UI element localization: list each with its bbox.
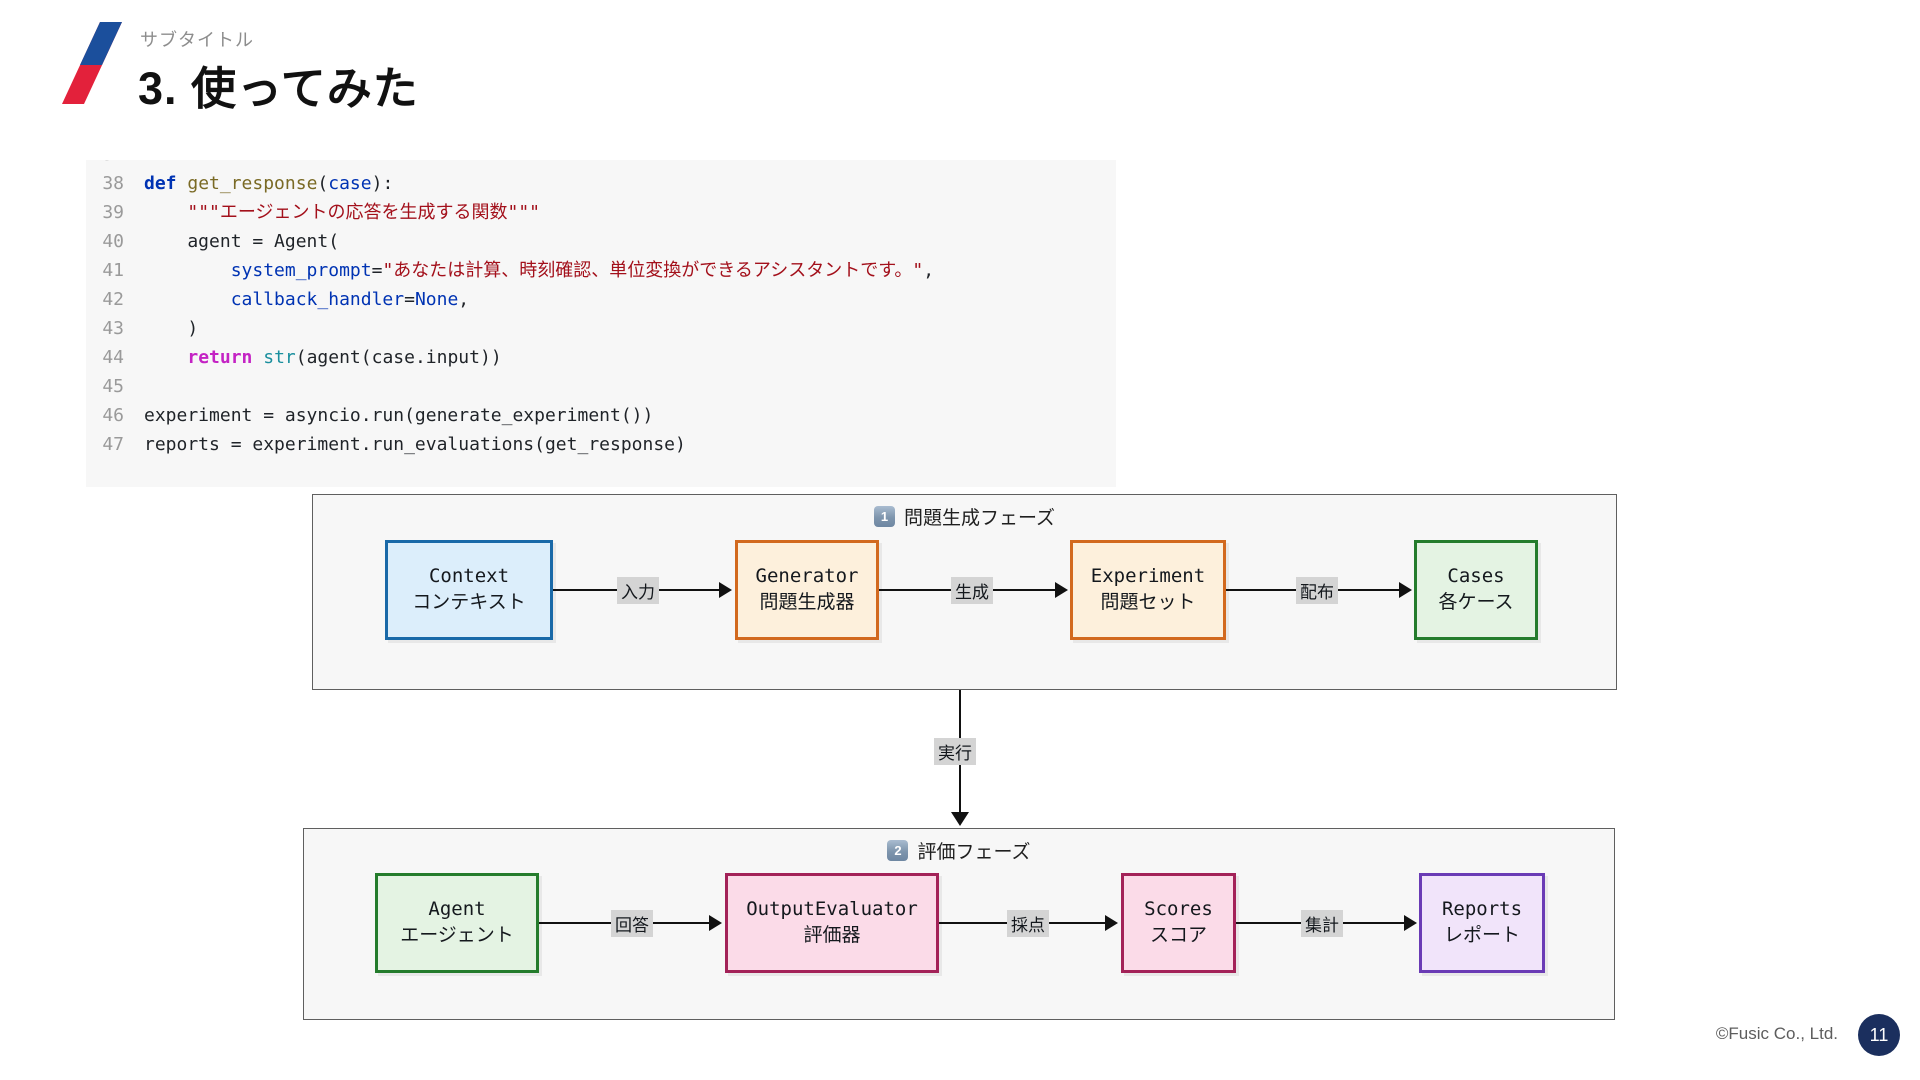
code-line-text: callback_handler=None, (230, 289, 470, 310)
code-line-text: reports = experiment.run_evaluations(get… (144, 434, 686, 455)
edge-label-distribute: 配布 (1296, 577, 1338, 604)
number-1-icon: 1 (873, 506, 895, 527)
phase-1-title-text: 問題生成フェーズ (903, 508, 1056, 529)
code-block: 37 38 def get_response(case): 39 """エージェントの… (86, 160, 1116, 487)
node-output-evaluator[interactable]: OutputEvaluator 評価器 (725, 873, 939, 973)
code-line: 47 reports = experiment.run_evaluations(g… (86, 430, 1116, 459)
code-line-number: 45 (102, 376, 124, 397)
node-scores[interactable]: Scores スコア (1121, 873, 1236, 973)
node-agent-en: Agent (428, 897, 486, 920)
code-line-text: ) (144, 318, 199, 339)
copyright-text: ©Fusic Co., Ltd. (1715, 1024, 1838, 1043)
arrow-agent-evaluator-icon (709, 915, 722, 931)
node-reports-jp: レポート (1443, 924, 1520, 946)
code-lines: 37 38 def get_response(case): 39 """エージェントの… (86, 160, 1116, 459)
code-line-number: 41 (102, 260, 124, 281)
arrow-phase1-phase2-icon (951, 812, 969, 826)
code-line-number: 42 (102, 289, 124, 310)
code-line-number: 39 (102, 202, 124, 223)
code-line-text: def get_response(case): (144, 173, 394, 194)
edge-label-answer: 回答 (611, 910, 653, 937)
node-reports-en: Reports (1441, 897, 1523, 920)
arrow-experiment-cases-icon (1399, 582, 1412, 598)
node-cases-jp: 各ケース (1438, 591, 1514, 613)
edge-label-generate: 生成 (951, 577, 993, 604)
code-line-number: 44 (102, 347, 124, 368)
node-reports[interactable]: Reports レポート (1419, 873, 1545, 973)
code-line: 42 callback_handler=None, (86, 285, 1116, 314)
node-agent[interactable]: Agent エージェント (375, 873, 539, 973)
code-line-text: return str(agent(case.input)) (187, 347, 502, 368)
node-scores-en: Scores (1144, 897, 1213, 920)
arrow-scores-reports-icon (1404, 915, 1417, 931)
code-line-text: agent = Agent( (144, 231, 340, 252)
code-line-text: """エージェントの応答を生成する関数""" (187, 202, 541, 223)
node-cases-en: Cases (1447, 564, 1505, 587)
code-line: 38 def get_response(case): (86, 169, 1116, 198)
node-scores-jp: スコア (1149, 924, 1207, 946)
page-number-badge: 11 (1858, 1014, 1900, 1056)
code-line: 41 system_prompt="あなたは計算、時刻確認、単位変換ができるアシ… (86, 256, 1116, 285)
phase-2-title: 2 評価フェーズ (304, 837, 1614, 864)
code-line: 40 agent = Agent( (86, 227, 1116, 256)
code-line-number: 37 (86, 160, 144, 169)
node-context[interactable]: Context コンテキスト (385, 540, 553, 640)
node-cases[interactable]: Cases 各ケース (1414, 540, 1538, 640)
node-context-en: Context (428, 564, 510, 587)
code-line-text: system_prompt="あなたは計算、時刻確認、単位変換ができるアシスタン… (230, 260, 935, 281)
node-generator-jp: 問題生成器 (759, 591, 855, 613)
code-line-number: 46 (102, 405, 124, 426)
edge-label-aggregate: 集計 (1301, 910, 1343, 937)
code-line-number: 43 (102, 318, 124, 339)
code-line: 43 ) (86, 314, 1116, 343)
code-line-number: 38 (102, 173, 124, 194)
code-line-text: experiment = asyncio.run(generate_experi… (144, 405, 654, 426)
code-line: 39 """エージェントの応答を生成する関数""" (86, 198, 1116, 227)
node-generator[interactable]: Generator 問題生成器 (735, 540, 879, 640)
edge-label-input: 入力 (617, 577, 659, 604)
code-line: 37 (86, 160, 1116, 169)
code-line: 44 return str(agent(case.input)) (86, 343, 1116, 372)
node-experiment-jp: 問題セット (1100, 591, 1196, 613)
code-line: 46 experiment = asyncio.run(generate_expe… (86, 401, 1116, 430)
node-experiment-en: Experiment (1090, 564, 1206, 587)
arrow-context-generator-icon (719, 582, 732, 598)
fusic-logo (62, 22, 122, 104)
node-output-evaluator-en: OutputEvaluator (746, 897, 918, 920)
edge-label-execute: 実行 (934, 738, 976, 765)
node-context-jp: コンテキスト (412, 591, 526, 613)
logo-mark (62, 22, 122, 104)
node-generator-en: Generator (755, 564, 859, 587)
code-line-number: 40 (102, 231, 124, 252)
phase-1-title: 1 問題生成フェーズ (313, 503, 1616, 530)
node-output-evaluator-jp: 評価器 (803, 924, 861, 946)
node-agent-jp: エージェント (400, 924, 514, 946)
code-line-number: 47 (102, 434, 124, 455)
node-experiment[interactable]: Experiment 問題セット (1070, 540, 1226, 640)
arrow-generator-experiment-icon (1055, 582, 1068, 598)
code-line: 45 (86, 372, 1116, 401)
arrow-evaluator-scores-icon (1105, 915, 1118, 931)
phase-2-title-text: 評価フェーズ (917, 842, 1031, 863)
page-title: 3. 使ってみた (138, 63, 419, 114)
edge-label-scoring: 採点 (1007, 910, 1049, 937)
slide-subtitle: サブタイトル (140, 30, 254, 50)
number-2-icon: 2 (887, 840, 909, 861)
